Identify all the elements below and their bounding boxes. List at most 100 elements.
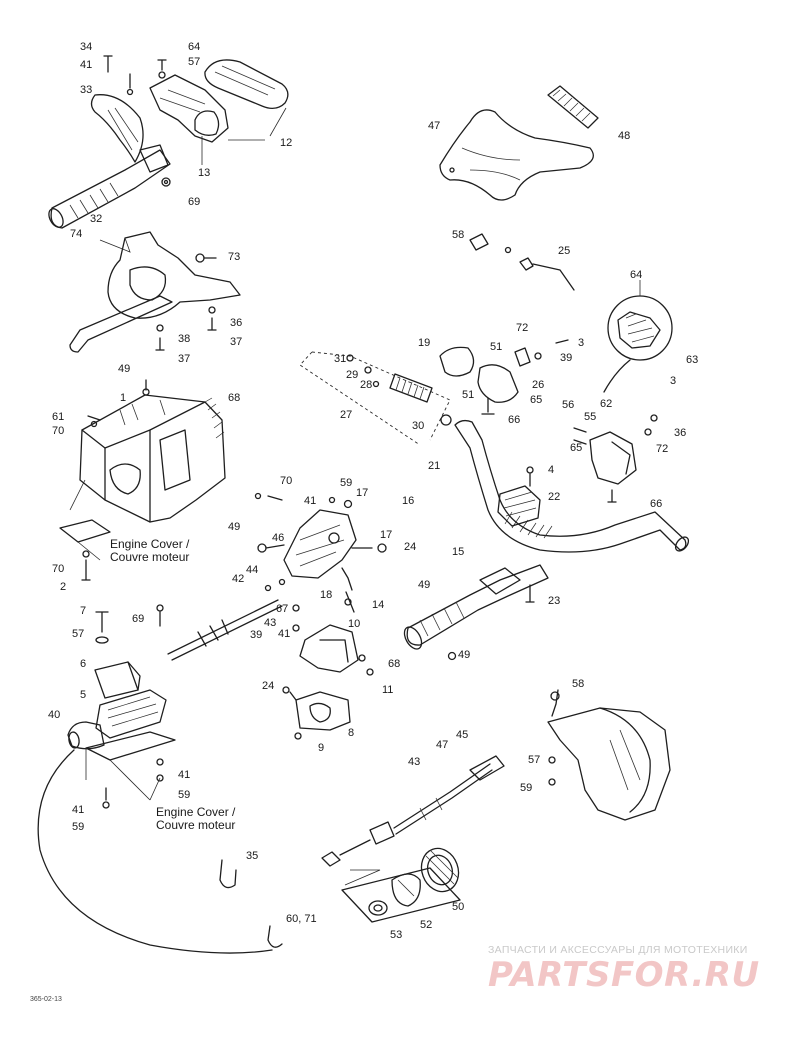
callout-67: 67	[276, 603, 289, 615]
callout-30: 30	[412, 420, 425, 432]
left-bracket-assembly	[69, 231, 241, 353]
callout-42: 42	[232, 573, 245, 585]
callout-66: 66	[650, 498, 663, 510]
callout-4: 4	[548, 464, 555, 476]
callout-57: 57	[188, 56, 201, 68]
callout-61: 61	[52, 411, 65, 423]
callout-69: 69	[132, 613, 145, 625]
left-lower-bracket	[67, 604, 176, 809]
callout-26: 26	[532, 379, 545, 391]
callout-41: 41	[278, 628, 291, 640]
callout-47: 47	[428, 120, 441, 132]
callout-23: 23	[548, 595, 561, 607]
callout-11: 11	[382, 684, 394, 696]
engine-cover-label-1: Engine Cover /	[110, 537, 190, 551]
callout-19: 19	[418, 337, 431, 349]
callout-29: 29	[346, 369, 359, 381]
callout-58: 58	[572, 678, 585, 690]
top-handle-assembly	[48, 55, 289, 229]
callout-70: 70	[280, 475, 293, 487]
callout-70: 70	[52, 425, 65, 437]
callout-25: 25	[558, 245, 571, 257]
callout-45: 45	[456, 729, 469, 741]
callout-13: 13	[198, 167, 211, 179]
callout-58: 58	[452, 229, 465, 241]
callout-37: 37	[178, 353, 191, 365]
callout-53: 53	[390, 929, 403, 941]
callout-10: 10	[348, 618, 361, 630]
callout-48: 48	[618, 130, 631, 142]
callout-50: 50	[452, 901, 465, 913]
middle-lever-group	[299, 339, 569, 446]
callout-3: 3	[670, 375, 677, 387]
watermark-tagline: ЗАПЧАСТИ И АКСЕССУАРЫ ДЛЯ МОТОТЕХНИКИ	[488, 944, 748, 956]
callout-1: 1	[120, 392, 127, 404]
callout-59: 59	[178, 789, 191, 801]
watermark-logo: PARTSFOR.RU	[488, 955, 760, 995]
callout-37: 37	[230, 336, 243, 348]
callout-51: 51	[462, 389, 475, 401]
callout-57: 57	[528, 754, 541, 766]
callout-62: 62	[600, 398, 613, 410]
bottom-parts	[219, 847, 461, 948]
engine-cover-label-2: Engine Cover /	[156, 805, 236, 819]
callout-43: 43	[408, 756, 421, 768]
callout-65: 65	[530, 394, 543, 406]
callout-9: 9	[318, 742, 325, 754]
callout-2: 2	[60, 581, 67, 593]
callout-51: 51	[490, 341, 503, 353]
callout-41: 41	[304, 495, 317, 507]
callout-12: 12	[280, 137, 293, 149]
callout-49-center: 49	[228, 521, 241, 533]
center-lever-group	[254, 492, 387, 740]
callout-14: 14	[372, 599, 385, 611]
callout-72: 72	[656, 443, 669, 455]
callout-49: 49	[118, 363, 131, 375]
callout-6: 6	[80, 658, 87, 670]
callout-36: 36	[230, 317, 243, 329]
callout-21: 21	[428, 460, 441, 472]
steering-column-15	[403, 466, 549, 661]
callout-31: 31	[334, 353, 347, 365]
callout-35: 35	[246, 850, 259, 862]
detail-circle-63	[603, 280, 673, 393]
callout-39: 39	[560, 352, 573, 364]
top-right-cover	[439, 85, 599, 201]
callout-60-71: 60, 71	[286, 913, 317, 925]
shaft-39	[167, 578, 286, 661]
callout-56: 56	[562, 399, 575, 411]
callout-22: 22	[548, 491, 561, 503]
couvre-moteur-label-2: Couvre moteur	[156, 818, 236, 832]
callout-66: 66	[508, 414, 521, 426]
callout-55: 55	[584, 411, 597, 423]
callout-59: 59	[340, 477, 353, 489]
callout-8: 8	[348, 727, 355, 739]
callout-7: 7	[80, 605, 87, 617]
callout-5: 5	[80, 689, 87, 701]
callout-39: 39	[250, 629, 263, 641]
callout-57: 57	[72, 628, 85, 640]
callout-52: 52	[420, 919, 433, 931]
callout-43: 43	[264, 617, 277, 629]
cable-25	[469, 233, 575, 291]
jet-nozzle	[547, 689, 671, 821]
callout-17: 17	[356, 487, 369, 499]
callout-34: 34	[80, 41, 93, 53]
callout-59: 59	[520, 782, 533, 794]
callout-32: 32	[90, 213, 103, 225]
callout-41: 41	[178, 769, 191, 781]
callout-64: 64	[188, 41, 201, 53]
callout-72: 72	[516, 322, 529, 334]
engine-bracket-1	[59, 379, 226, 581]
callout-74: 74	[70, 228, 83, 240]
callout-49-column: 49	[418, 579, 431, 591]
callout-44: 44	[246, 564, 259, 576]
callout-65: 65	[570, 442, 583, 454]
callout-69: 69	[188, 196, 201, 208]
callout-47: 47	[436, 739, 449, 751]
callout-36: 36	[674, 427, 687, 439]
callout-38: 38	[178, 333, 191, 345]
callout-15: 15	[452, 546, 465, 558]
